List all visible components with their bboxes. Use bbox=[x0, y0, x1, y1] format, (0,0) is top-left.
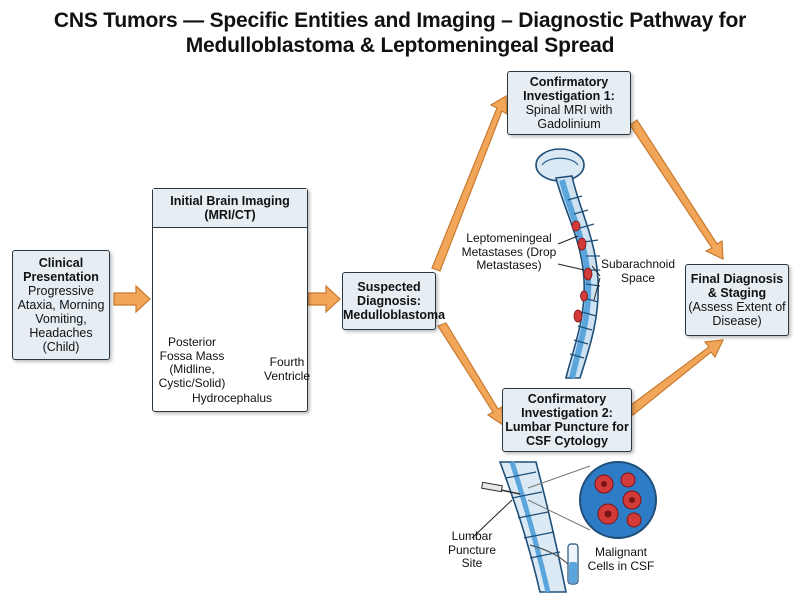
syringe-icon bbox=[481, 481, 521, 495]
arrow-imaging-to-suspected bbox=[307, 284, 341, 314]
node-initial-brain-imaging[interactable]: Initial Brain Imaging (MRI/CT) bbox=[152, 188, 308, 412]
label-subarachnoid-space: Subarachnoid Space bbox=[600, 257, 676, 285]
title-line-2: Medulloblastoma & Leptomeningeal Spread bbox=[185, 34, 615, 57]
clinical-heading: Clinical Presentation bbox=[23, 256, 99, 284]
label-leptomeningeal-metastases: Leptomeningeal Metastases (Drop Metastas… bbox=[461, 231, 557, 272]
clinical-body: Progressive Ataxia, Morning Vomiting, He… bbox=[17, 284, 105, 354]
label-lumbar-puncture-site: Lumbar Puncture Site bbox=[447, 529, 497, 570]
node-confirmatory-investigation-1[interactable]: Confirmatory Investigation 1: Spinal MRI… bbox=[507, 71, 631, 135]
lumbar-puncture-illustration bbox=[471, 461, 657, 593]
diagram-title: CNS Tumors — Specific Entities and Imagi… bbox=[0, 8, 800, 58]
label-fourth-ventricle: Fourth Ventricle bbox=[264, 355, 311, 383]
final-heading: Final Diagnosis & Staging bbox=[690, 272, 784, 300]
spine-illustration bbox=[535, 148, 601, 379]
label-malignant-cells: Malignant Cells in CSF bbox=[587, 545, 655, 573]
confirm1-body: Spinal MRI with Gadolinium bbox=[525, 103, 613, 131]
confirm2-heading: Confirmatory Investigation 2: Lumbar Pun… bbox=[505, 392, 629, 448]
final-body: (Assess Extent of Disease) bbox=[688, 300, 786, 328]
node-final-diagnosis[interactable]: Final Diagnosis & Staging (Assess Extent… bbox=[685, 264, 789, 336]
node-suspected-diagnosis[interactable]: Suspected Diagnosis: Medulloblastoma bbox=[342, 272, 446, 330]
node-confirmatory-investigation-2[interactable]: Confirmatory Investigation 2: Lumbar Pun… bbox=[502, 388, 632, 452]
imaging-heading: Initial Brain Imaging (MRI/CT) bbox=[153, 189, 307, 228]
arrow-confirm1-to-final bbox=[629, 119, 724, 260]
arrow-suspected-to-confirm2 bbox=[437, 322, 504, 427]
confirm1-heading: Confirmatory Investigation 1: bbox=[523, 75, 615, 103]
suspected-heading: Suspected Diagnosis: Medulloblastoma bbox=[343, 280, 446, 322]
label-hydrocephalus: Hydrocephalus bbox=[192, 391, 273, 405]
csf-vial-icon bbox=[567, 543, 579, 585]
arrow-suspected-to-confirm1 bbox=[431, 94, 508, 272]
arrow-clinical-to-imaging bbox=[113, 284, 151, 314]
label-posterior-fossa: Posterior Fossa Mass (Midline, Cystic/So… bbox=[158, 335, 226, 390]
title-line-1: CNS Tumors — Specific Entities and Imagi… bbox=[53, 9, 747, 32]
node-clinical-presentation[interactable]: Clinical Presentation Progressive Ataxia… bbox=[12, 250, 110, 360]
arrow-confirm2-to-final bbox=[626, 339, 724, 416]
